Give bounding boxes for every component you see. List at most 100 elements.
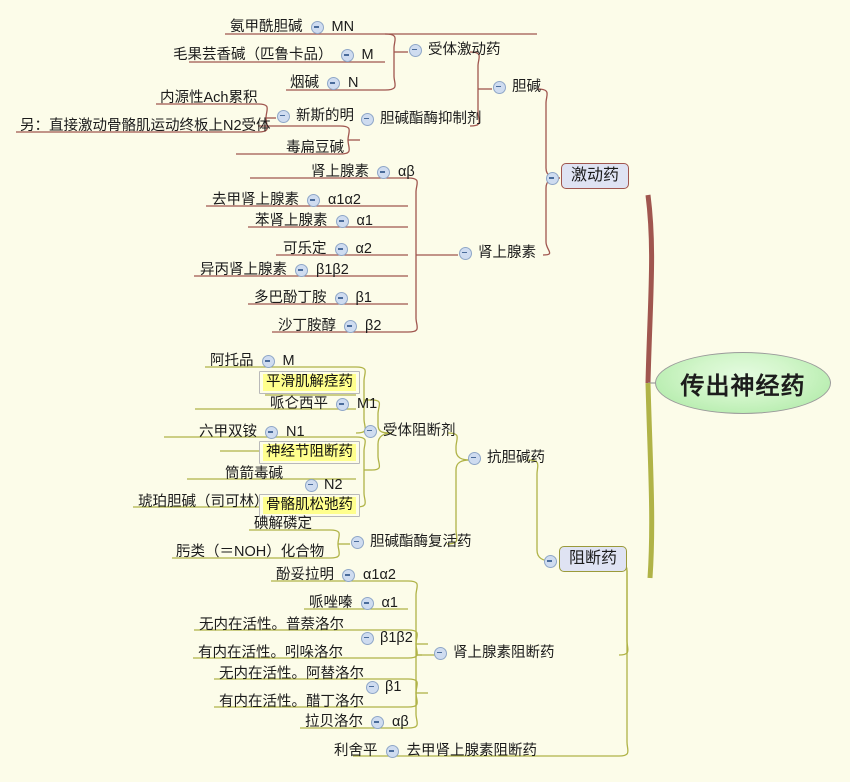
group-anticholinergic[interactable]: 抗胆碱药 — [462, 451, 545, 466]
node-dobutamine[interactable]: 多巴酚丁胺 β1 — [252, 290, 374, 308]
node-label: 烟碱 — [290, 75, 319, 91]
collapse-minus-icon[interactable] — [361, 112, 374, 126]
node-label: 琥珀胆碱（司可林） — [138, 494, 269, 510]
branch-label: 激动药 — [571, 167, 620, 184]
node-label: 去甲肾上腺素 — [212, 192, 299, 208]
node-labetalol[interactable]: 拉贝洛尔 αβ — [303, 714, 411, 732]
node-label: 哌仑西平 — [270, 396, 328, 412]
node-label: 苯肾上腺素 — [255, 213, 328, 229]
tag-ganglion-blocker[interactable]: 神经节阻断药 — [259, 441, 360, 464]
node-endogenous-ach[interactable]: 内源性Ach累积 — [158, 90, 260, 108]
collapse-minus-icon[interactable] — [385, 745, 399, 759]
group-adrenergic-agonist[interactable]: 肾上腺素 — [453, 246, 536, 261]
receptor-label: αβ — [392, 714, 409, 730]
collapse-minus-icon[interactable] — [409, 43, 422, 57]
collapse-minus-icon[interactable] — [364, 424, 377, 438]
collapse-minus-icon[interactable] — [327, 77, 340, 91]
tag-label: 神经节阻断药 — [263, 444, 356, 461]
node-hexamethonium[interactable]: 六甲双铵 N1 — [197, 424, 307, 442]
node-suxamethonium[interactable]: 琥珀胆碱（司可林） — [136, 494, 271, 512]
group-cholinesterase-inhibitor[interactable]: 胆碱酯酶抑制剂 — [355, 112, 482, 127]
collapse-minus-icon[interactable] — [334, 243, 348, 257]
tag-antispasmodic[interactable]: 平滑肌解痉药 — [259, 371, 360, 394]
receptor-label: α1 — [356, 213, 373, 229]
collapse-minus-icon[interactable] — [336, 398, 349, 412]
node-label: 利舍平 — [334, 743, 378, 759]
collapse-minus-icon[interactable] — [334, 292, 348, 306]
node-neostigmine[interactable]: 新斯的明 — [271, 109, 354, 124]
collapse-minus-icon[interactable] — [371, 716, 384, 730]
node-oxime-compounds[interactable]: 肟类（＝NOH）化合物 — [174, 544, 326, 562]
node-atenolol[interactable]: 无内在活性。阿替洛尔 — [217, 666, 366, 684]
collapse-minus-icon[interactable] — [361, 631, 374, 645]
node-label: 六甲双铵 — [199, 424, 257, 440]
node-label: 拉贝洛尔 — [305, 714, 363, 730]
collapse-minus-icon[interactable] — [468, 451, 481, 465]
receptor-label: α2 — [355, 241, 372, 257]
collapse-minus-icon[interactable] — [340, 49, 354, 63]
collapse-minus-icon[interactable] — [546, 172, 559, 185]
node-noradrenaline[interactable]: 去甲肾上腺素 α1α2 — [210, 192, 363, 210]
receptor-label: M1 — [357, 396, 378, 412]
branch-agonist[interactable]: 激动药 — [561, 163, 630, 189]
node-clonidine[interactable]: 可乐定 α2 — [281, 241, 374, 259]
collapse-minus-icon[interactable] — [295, 264, 308, 278]
node-label: 肟类（＝NOH）化合物 — [176, 544, 325, 560]
node-phenylephrine[interactable]: 苯肾上腺素 α1 — [253, 213, 375, 231]
collapse-minus-icon[interactable] — [335, 215, 349, 229]
node-extra-note[interactable]: 另：直接激动骨骼肌运动终板上N2受体 — [18, 118, 273, 136]
branch-blocker[interactable]: 阻断药 — [559, 546, 628, 572]
node-pirenzepine[interactable]: 哌仑西平 M1 — [268, 396, 379, 414]
node-pindolol[interactable]: 有内在活性。吲哚洛尔 — [196, 645, 345, 663]
node-atropine[interactable]: 阿托品 M — [208, 353, 297, 371]
group-cholinesterase-reactivator[interactable]: 胆碱酯酶复活药 — [345, 535, 472, 550]
receptor-b1b2-blocker[interactable]: β1β2 — [355, 631, 413, 646]
collapse-minus-icon[interactable] — [366, 680, 379, 694]
group-adrenergic-blocker[interactable]: 肾上腺素阻断药 — [428, 646, 555, 661]
collapse-minus-icon[interactable] — [459, 246, 472, 260]
node-propranolol[interactable]: 无内在活性。普萘洛尔 — [197, 617, 346, 635]
collapse-minus-icon[interactable] — [351, 535, 364, 549]
node-nicotine[interactable]: 烟碱 N — [288, 75, 360, 93]
receptor-label: N1 — [286, 424, 305, 440]
collapse-minus-icon[interactable] — [277, 109, 290, 123]
collapse-minus-icon[interactable] — [360, 597, 374, 611]
collapse-minus-icon[interactable] — [310, 21, 324, 35]
node-tubocurarine[interactable]: 筒箭毒碱 — [223, 466, 285, 484]
group-receptor-blocker[interactable]: 受体阻断剂 — [358, 424, 456, 439]
collapse-minus-icon[interactable] — [261, 355, 275, 369]
node-isoprenaline[interactable]: 异丙肾上腺素 β1β2 — [198, 262, 351, 280]
receptor-label: M — [361, 47, 374, 63]
node-phentolamine[interactable]: 酚妥拉明 α1α2 — [274, 567, 398, 585]
node-reserpine[interactable]: 利舍平 去甲肾上腺素阻断药 — [332, 743, 539, 761]
group-receptor-agonist[interactable]: 受体激动药 — [403, 43, 501, 58]
receptor-label: α1α2 — [363, 567, 396, 583]
collapse-minus-icon[interactable] — [305, 478, 318, 492]
tag-muscle-relaxant[interactable]: 骨骼肌松弛药 — [259, 494, 360, 517]
receptor-label: M — [282, 353, 295, 369]
node-salbutamol[interactable]: 沙丁胺醇 β2 — [276, 318, 383, 336]
node-adrenaline[interactable]: 肾上腺素 αβ — [309, 164, 417, 182]
root-node[interactable]: 传出神经药 — [655, 352, 831, 414]
node-physostigmine[interactable]: 毒扁豆碱 — [284, 140, 346, 158]
node-label: 另：直接激动骨骼肌运动终板上N2受体 — [20, 118, 271, 134]
node-acebutolol[interactable]: 有内在活性。醋丁洛尔 — [217, 694, 366, 712]
collapse-minus-icon[interactable] — [434, 646, 447, 660]
collapse-minus-icon[interactable] — [493, 80, 506, 94]
node-prazosin[interactable]: 哌唑嗪 α1 — [307, 595, 400, 613]
collapse-minus-icon[interactable] — [265, 426, 278, 440]
group-cholinergic[interactable]: 胆碱 — [487, 80, 541, 95]
collapse-minus-icon[interactable] — [307, 194, 320, 208]
receptor-label: β1 — [355, 290, 372, 306]
receptor-n2[interactable]: N2 — [299, 478, 343, 493]
node-carbachol[interactable]: 氨甲酰胆碱 MN — [228, 19, 356, 37]
node-pralidoxime[interactable]: 碘解磷定 — [252, 516, 314, 534]
collapse-minus-icon[interactable] — [377, 166, 390, 180]
node-label: 氨甲酰胆碱 — [230, 19, 303, 35]
node-label: 碘解磷定 — [254, 516, 312, 532]
collapse-minus-icon[interactable] — [344, 320, 357, 334]
node-pilocarpine[interactable]: 毛果芸香碱（匹鲁卡品） M — [171, 47, 376, 65]
receptor-b1-blocker[interactable]: β1 — [360, 680, 401, 695]
collapse-minus-icon[interactable] — [544, 555, 557, 568]
collapse-minus-icon[interactable] — [342, 569, 355, 583]
